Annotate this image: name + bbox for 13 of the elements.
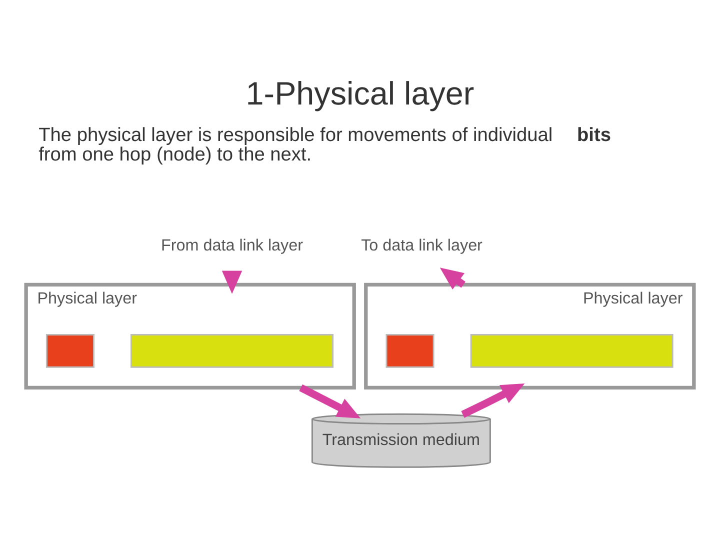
node-text: To data link layer: [361, 236, 482, 255]
node-bar: [470, 334, 674, 368]
node-bar: [46, 334, 94, 368]
arrow: [461, 383, 525, 418]
arrow: [222, 270, 242, 294]
node-bar: [386, 334, 434, 368]
diagram-title: 1-Physical layer: [246, 76, 474, 112]
cluster: Physical layer: [364, 282, 696, 390]
arrow: [299, 384, 361, 418]
cluster: Physical layer: [24, 282, 356, 390]
node-text: From data link layer: [161, 236, 304, 255]
node-bar: [130, 334, 334, 368]
label: The physical layer is responsible for movements of individual bits from one hop (node) to the next.: [38, 125, 611, 166]
